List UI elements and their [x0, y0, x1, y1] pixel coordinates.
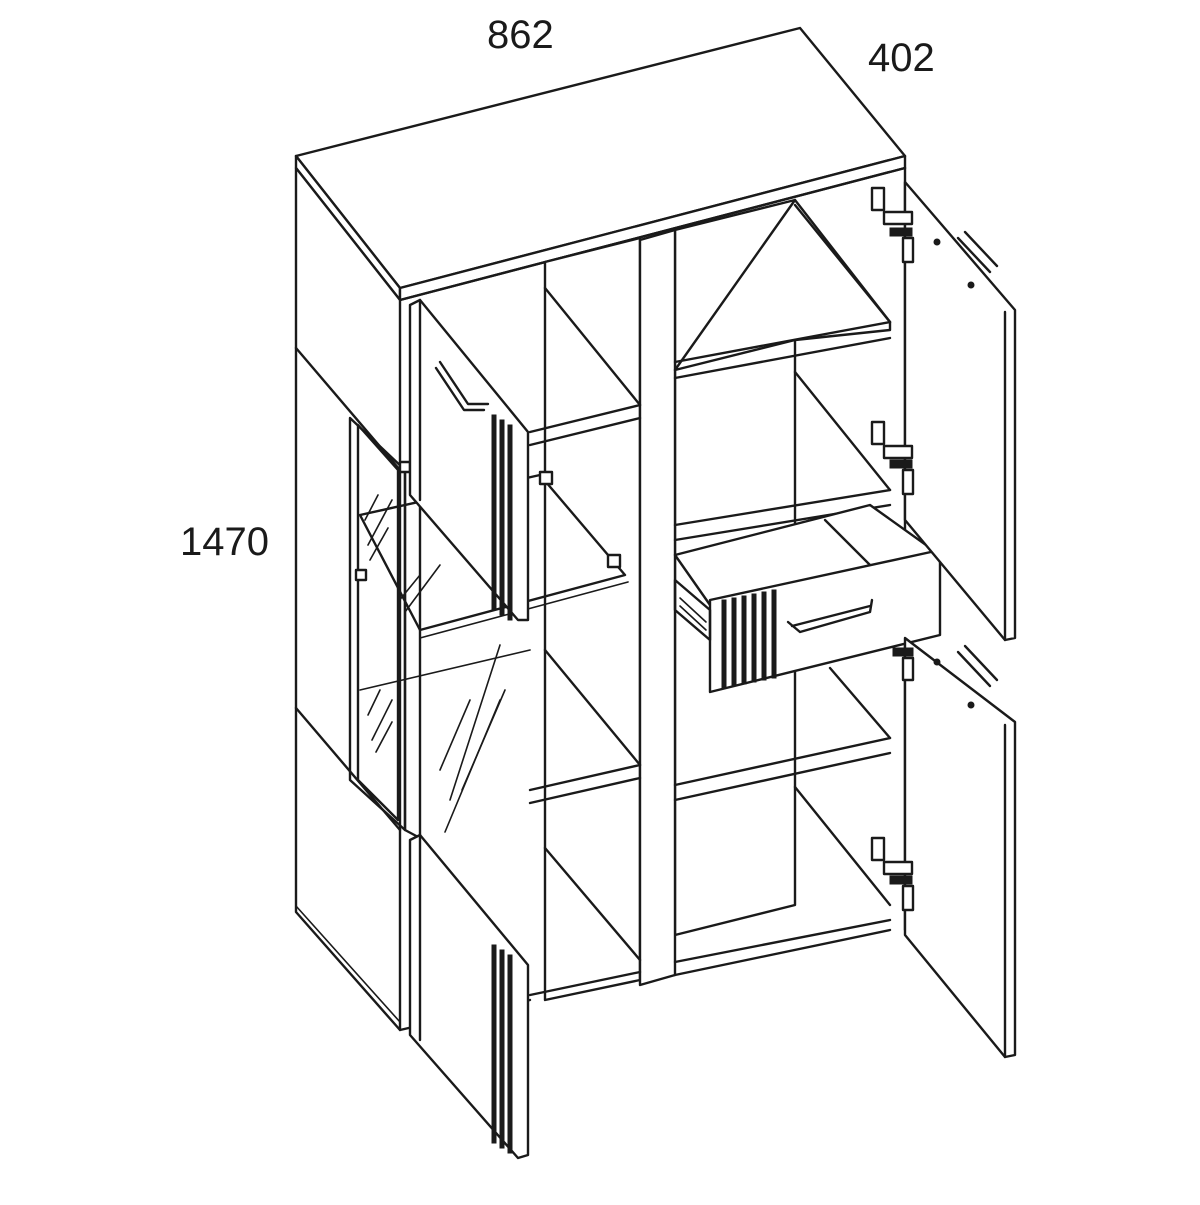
lower-right-door — [903, 636, 1017, 1059]
width-dimension-label: 862 — [487, 13, 554, 57]
height-dimension-label: 1470 — [180, 520, 269, 564]
hinge-bottom — [870, 836, 915, 912]
hinge-middle — [870, 420, 915, 496]
back-left-compartment — [543, 236, 642, 1002]
left-side-panel — [294, 166, 402, 1032]
center-divider — [638, 228, 677, 987]
drawer — [673, 503, 942, 694]
hinge-top — [870, 186, 915, 264]
upper-left-door — [408, 298, 530, 622]
lower-left-door — [408, 833, 530, 1160]
depth-dimension-label: 402 — [868, 36, 935, 80]
shelf-right-upper — [673, 198, 892, 372]
drawer-front — [708, 548, 942, 694]
hinge-drawer-level — [892, 647, 915, 682]
hinges — [870, 186, 915, 912]
